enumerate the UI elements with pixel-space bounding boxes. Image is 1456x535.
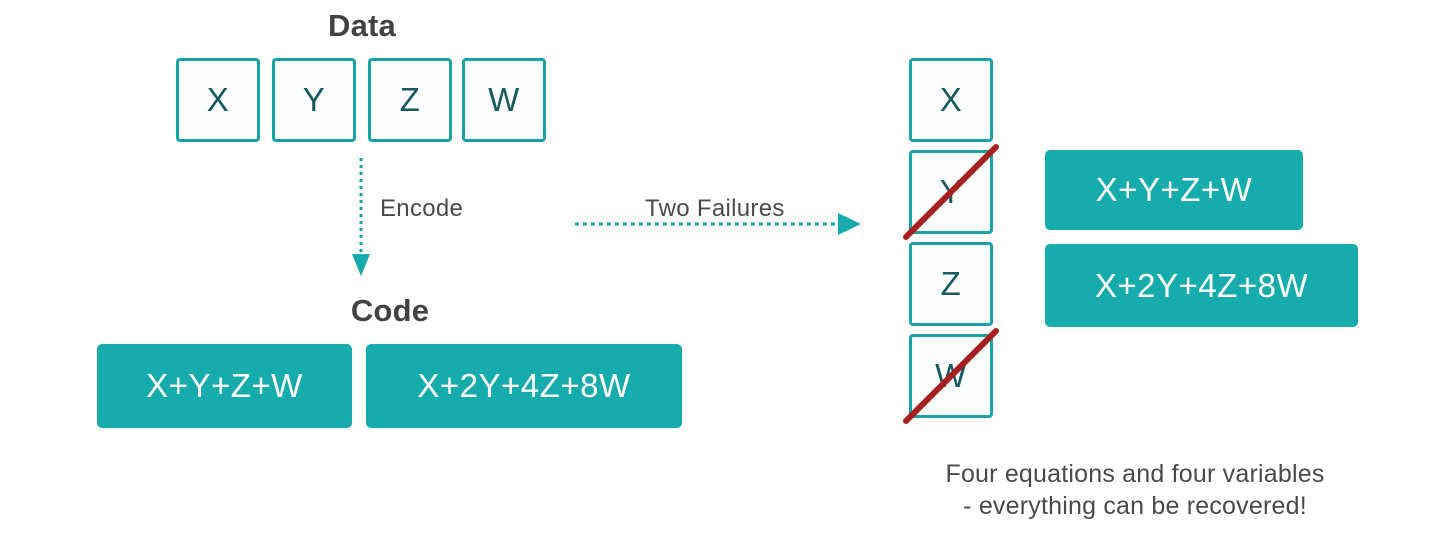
received-cell-z: Z	[909, 242, 993, 326]
data-cell-x-label: X	[206, 81, 230, 118]
code-equation-2-text: X+2Y+4Z+8W	[417, 367, 631, 404]
encode-arrow	[352, 158, 370, 278]
data-cell-x: X	[176, 58, 260, 142]
recovery-caption-line-1: Four equations and four variables	[945, 460, 1325, 488]
encode-arrow-label: Encode	[380, 195, 464, 222]
two-failures-arrow	[575, 212, 863, 236]
recovery-equation-block-2: X+2Y+4Z+8W	[1045, 244, 1358, 327]
two-failures-arrow-label: Two Failures	[645, 195, 785, 222]
received-cell-w-label: W	[935, 357, 967, 394]
recovery-caption-line-2: - everything can be recovered!	[963, 492, 1307, 520]
received-cell-w: W	[909, 334, 993, 418]
recovery-caption: Four equations and four variables - ever…	[860, 458, 1410, 522]
received-cell-x: X	[909, 58, 993, 142]
code-equation-1-text: X+Y+Z+W	[146, 367, 303, 404]
received-cell-y: Y	[909, 150, 993, 234]
received-cell-z-label: Z	[940, 265, 962, 302]
data-cell-y-label: Y	[302, 81, 326, 118]
received-cell-y-label: Y	[939, 173, 963, 210]
data-cell-w-label: W	[488, 81, 520, 118]
data-cell-y: Y	[272, 58, 356, 142]
recovery-equation-block-1: X+Y+Z+W	[1045, 150, 1303, 230]
code-section-title: Code	[350, 293, 430, 328]
code-equation-block-1: X+Y+Z+W	[97, 344, 352, 428]
data-cell-z: Z	[368, 58, 452, 142]
recovery-equation-1-text: X+Y+Z+W	[1095, 171, 1253, 208]
data-section-title: Data	[328, 8, 396, 43]
data-cell-w: W	[462, 58, 546, 142]
code-equation-block-2: X+2Y+4Z+8W	[366, 344, 682, 428]
data-cell-z-label: Z	[399, 81, 421, 118]
recovery-equation-2-text: X+2Y+4Z+8W	[1094, 266, 1309, 304]
received-cell-x-label: X	[939, 81, 963, 118]
